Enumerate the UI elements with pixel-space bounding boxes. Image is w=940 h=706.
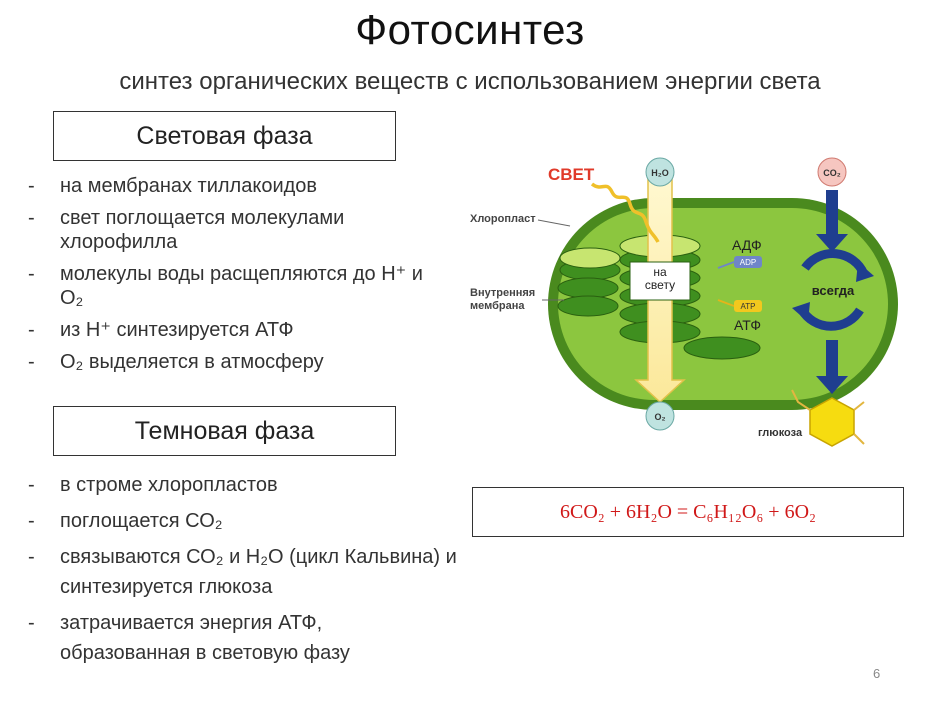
- light-squiggle: [590, 182, 660, 243]
- chloroplast-pointer: [537, 219, 571, 227]
- atp-tag-label: ATP: [741, 302, 756, 311]
- dark-phase-heading: Темновая фаза: [53, 406, 396, 456]
- list-item: -связываются СО₂ и Н₂О (цикл Кальвина) и…: [28, 546, 457, 598]
- list-item: -в строме хлоропластов: [28, 474, 278, 496]
- thylakoid-stack-left: [557, 247, 621, 317]
- light-phase-heading: Световая фаза: [53, 111, 396, 161]
- light-phase-list: -на мембранах тиллакоидов -свет поглощае…: [28, 174, 440, 382]
- adp-tag-label: ADP: [740, 258, 756, 267]
- list-item: -на мембранах тиллакоидов: [28, 175, 318, 197]
- o2-circle: [645, 401, 675, 431]
- h2o-circle: [645, 157, 675, 187]
- list-item: -молекулы воды расщепляются до Н⁺ и О₂: [28, 263, 423, 309]
- list-item: -О₂ выделяется в атмосферу: [28, 351, 324, 373]
- thylakoid-single: [683, 336, 761, 360]
- cycle-arrowhead-1: [856, 262, 874, 282]
- dark-phase-list: -в строме хлоропластов -поглощается СО₂ …: [28, 470, 460, 674]
- page-number: 6: [873, 666, 881, 681]
- slide-title: Фотосинтез: [355, 6, 585, 53]
- cycle-arrowhead-2: [792, 302, 810, 322]
- co2-down-arrow: [816, 190, 848, 252]
- co2-label: CO₂: [823, 168, 841, 178]
- o2-label: O₂: [655, 412, 666, 422]
- list-item: -затрачивается энергия АТФ, образованная…: [28, 612, 350, 664]
- atp-tag: [734, 300, 762, 312]
- list-item: -свет поглощается молекулами хлорофилла: [28, 207, 345, 253]
- adp-arrow: [717, 261, 735, 269]
- chloroplast-label: Хлоропласт: [470, 213, 536, 225]
- glucose-label: глюкоза: [758, 427, 803, 439]
- glucose-down-arrow: [816, 340, 848, 394]
- co2-circle: [817, 157, 847, 187]
- glucose-branches: [791, 389, 865, 445]
- light-label: СВЕТ: [548, 165, 595, 184]
- in-light-box: [629, 261, 691, 301]
- atf-label: АТФ: [734, 317, 761, 333]
- always-label: всегда: [812, 283, 855, 298]
- adp-tag: [734, 256, 762, 268]
- adf-label: АДФ: [732, 237, 762, 253]
- h2o-label: H₂O: [651, 168, 669, 178]
- list-item: -из Н⁺ синтезируется АТФ: [28, 319, 294, 341]
- slide-subtitle: синтез органических веществ с использова…: [119, 68, 821, 95]
- atp-arrow: [717, 299, 735, 307]
- list-item: -поглощается СО₂: [28, 510, 223, 532]
- photosynthesis-equation: 6CO₂ + 6H₂O = C₆H₁₂O₆ + 6O₂: [472, 487, 904, 537]
